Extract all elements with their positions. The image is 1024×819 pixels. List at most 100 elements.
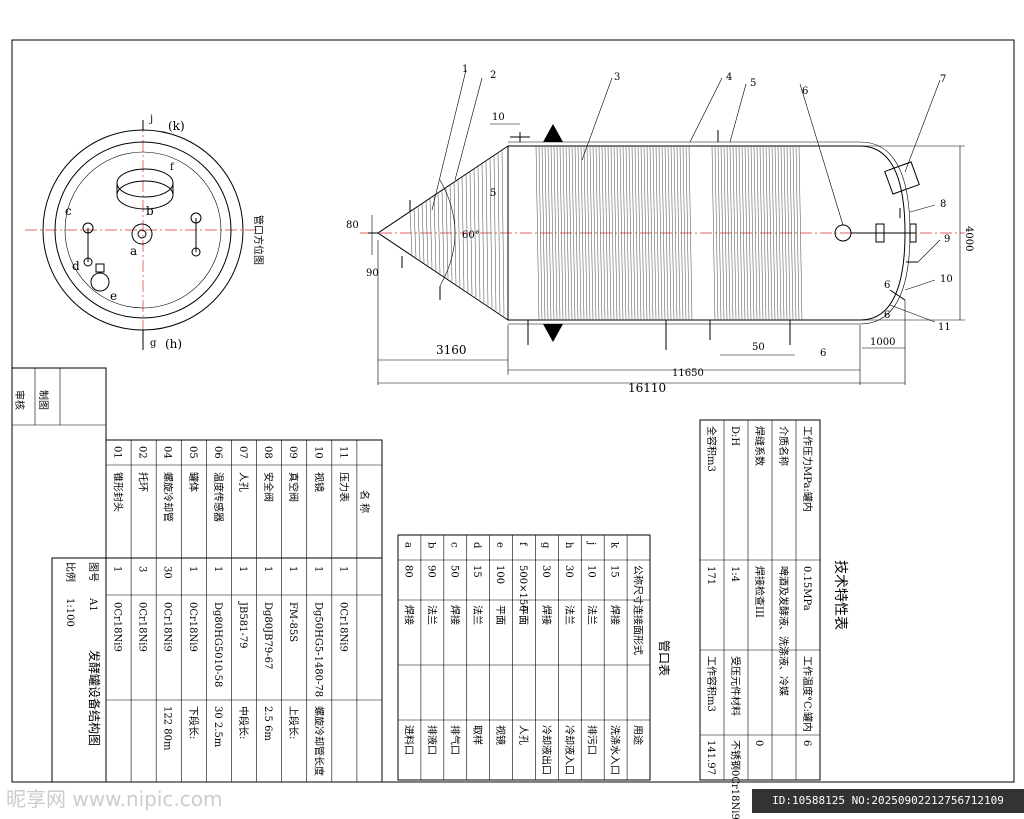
spec-row-label2: 工作容积m3 [705,656,718,712]
nozzle-row-standard: 焊接 [540,605,553,625]
parts-row-qty: 1 [262,566,273,572]
nozzle-row-standard: 法兰 [425,605,438,625]
nozzle-header-use: 用途 [632,725,645,745]
parts-row-material: Dg80JB79-67 [262,602,273,669]
callout-8: 8 [940,199,946,210]
nozzle-row-dn: 30 [540,565,551,578]
nozzle-row-dn: 500×150 [517,565,528,612]
parts-row-qty: 1 [212,566,223,572]
spec-row-value2: 0 [753,740,764,746]
plan-label-k: (k) [168,119,185,133]
support-ring-top [543,124,563,142]
parts-row-material: JB581-79 [237,601,248,649]
dim-11650: 11650 [672,368,704,379]
dim-3160: 3160 [436,343,467,357]
callout-10: 10 [940,274,953,285]
approval-check: 审核 [13,390,26,410]
dim-10: 10 [492,112,505,123]
dim-6-lower: 6 [884,310,890,321]
nozzle-row-code: a [402,542,413,548]
parts-table: 01锥形封头10Cr18Ni902托环30Cr18Ni904螺旋冷却管300Cr… [51,439,383,783]
parts-row-note: 2.5 6m [262,706,273,741]
nozzle-row-code: c [448,542,459,548]
parts-row-no: 09 [287,446,298,459]
approval-design: 制图 [37,390,50,410]
spec-row-value2: 不锈钢0Cr18Ni9 [729,740,742,819]
parts-row-name: 压力表 [337,472,350,502]
callout-11: 11 [938,322,951,333]
outer-frame [11,39,1015,783]
parts-row-name: 温度传感器 [212,472,225,522]
nozzle-row-dn: 90 [425,565,436,578]
nozzle-row-use: 排液口 [425,725,438,755]
manhole-7 [884,161,920,195]
nozzle-row-dn: 15 [609,565,620,578]
spec-row-label: 介质名称 [777,426,790,466]
parts-row-qty: 1 [287,566,298,572]
parts-row-no: 10 [312,446,323,459]
callout-7: 7 [940,74,946,85]
parts-row-name: 锥形封头 [112,472,125,512]
spec-row-value2: 6 [801,740,812,746]
callout-3: 3 [614,72,620,83]
parts-row-no: 01 [112,446,123,459]
parts-row-qty: 1 [237,566,248,572]
parts-header-name: 名 称 [358,490,371,513]
callout-6: 6 [802,86,808,97]
spec-table: 全容积m3171工作容积m3141.97D:H1:4受压元件材料不锈钢0Cr18… [699,419,848,819]
dim-1000: 1000 [870,337,895,348]
dimension-lines [371,123,965,385]
parts-row-name: 真空阀 [287,472,300,502]
nozzle-row-code: g [540,542,551,549]
nozzle-row-standard: 焊接 [448,605,461,625]
title-scale-label: 比例 [64,562,77,582]
parts-row-no: 05 [187,446,198,459]
nozzle-row-code: b [425,542,436,548]
parts-row-material: Dg50HG5-1480-78 [312,602,323,697]
plan-caption: 管口方位图 [252,215,265,265]
parts-row-note: 中段长: [237,706,250,739]
angle-60: 60° [462,230,480,241]
nozzle-row-use: 取样 [471,725,484,745]
nozzle-row-standard: 法兰 [563,605,576,625]
dim-5: 5 [490,188,496,199]
manhole-f [116,168,174,198]
parts-row-no: 08 [262,446,273,459]
parts-row-material: 0Cr18Ni9 [162,602,173,652]
callout-5: 5 [750,78,756,89]
nozzle-row-code: f [517,542,528,547]
callout-1: 1 [462,64,468,75]
plan-label-a: a [130,244,137,258]
plan-label-h: (h) [165,337,182,351]
nozzle-row-code: e [494,542,505,548]
plan-label-g: g [150,338,157,349]
nozzle-row-dn: 15 [471,565,482,578]
parts-row-note: 30 2.5m [212,706,223,748]
parts-row-qty: 1 [337,566,348,572]
parts-row-name: 托环 [137,472,150,492]
parts-row-no: 06 [212,446,223,459]
title-sheet-label: 图号 [87,562,99,582]
nozzle-header-dn: 公称尺寸 [632,565,645,605]
dim-50: 50 [752,342,765,353]
nozzle-row-use: 进料口 [402,725,415,755]
spec-row-label: 焊缝系数 [753,426,766,466]
plan-label-d: d [72,259,80,273]
spec-row-label: 全容积m3 [705,426,718,472]
spec-row-value: 1:4 [729,566,740,582]
parts-row-no: 11 [337,446,348,459]
nozzle-row-standard: 平面 [494,605,505,625]
nozzle-table: a80焊接进料口b90法兰排液口c50焊接排气口d15法兰取样e100平面视镜f… [397,534,672,781]
parts-row-qty: 30 [162,566,173,579]
parts-row-qty: 1 [312,566,323,572]
nozzle-row-code: h [563,542,574,549]
spec-row-value: 171 [705,566,716,585]
spec-row-value: 焊接检查III [753,566,766,618]
parts-row-note: 122 80m [162,706,173,751]
parts-row-no: 02 [137,446,148,459]
spec-row-label: 工作压力MPa:罐内 [801,426,814,512]
parts-row-material: 0Cr18Ni9 [137,602,148,652]
parts-row-material: 0Cr18Ni9 [337,602,348,652]
image-id-bar: ID:10588125 NO:20250902212756712109 [752,789,1024,813]
